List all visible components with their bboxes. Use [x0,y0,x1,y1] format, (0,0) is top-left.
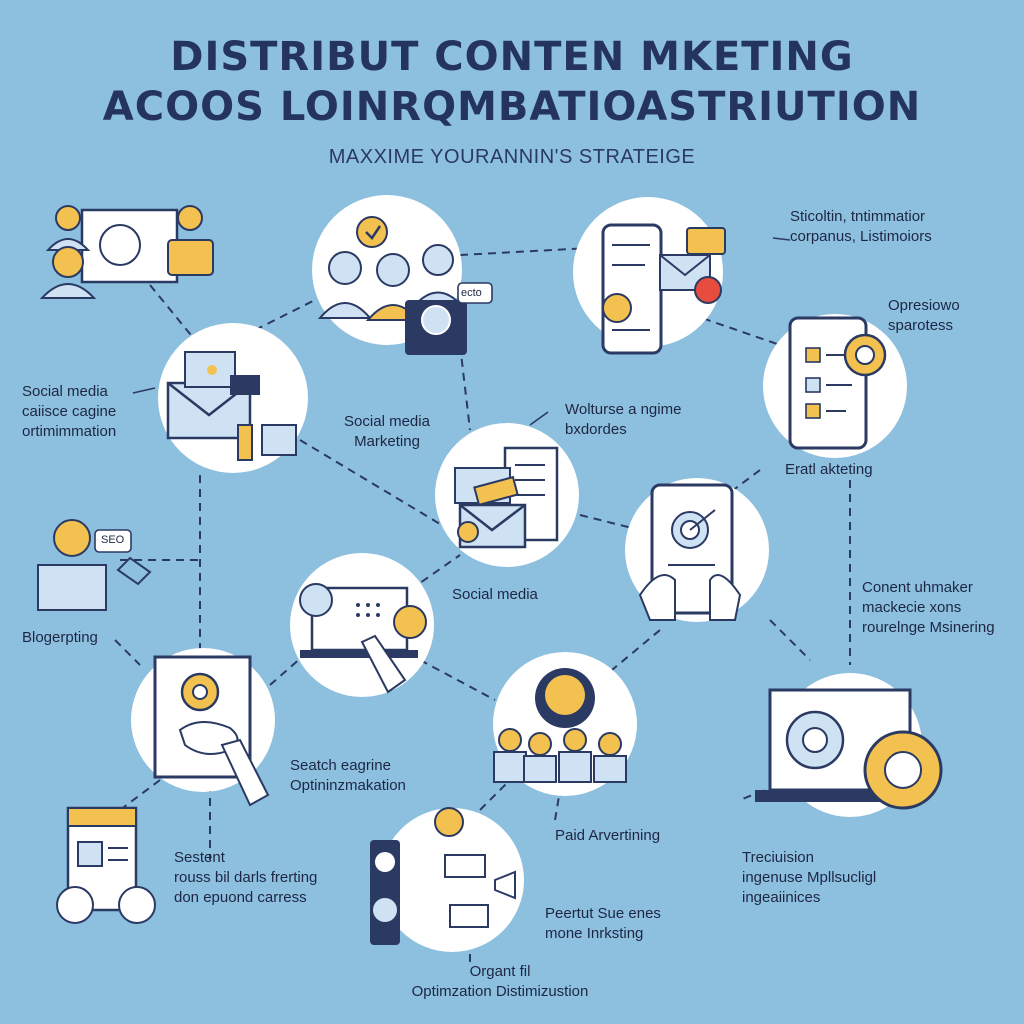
label-social-caiisce: Social media caiisce cagine ortimimmatio… [22,383,117,440]
ecto-badge: ecto [461,287,482,299]
label-opresiowo: Opresiowo sparotess [888,297,960,334]
label-peertut: Peertut Sue enes mone Inrksting [545,905,661,942]
label-eratl: Eratl akteting [785,461,873,478]
label-search-engine: Seatch eagrine Optininzmakation [290,757,406,794]
node-people-circle [493,652,637,796]
node-gear-circle [755,673,943,817]
node-mobile-circle [573,197,726,355]
label-content-maker: Conent uhmaker mackecie xons rourelnge M… [862,579,995,636]
label-social-media: Social media [452,586,538,603]
node-checklist-circle [763,314,907,458]
seo-person-icon [37,519,152,611]
label-seatent: Sestent rouss bil darls frerting don epu… [174,849,318,906]
label-blogerpting: Blogerpting [22,629,98,646]
title-line-2: ACOOS LOINRQMBATIOASTRIUTION [102,84,922,130]
label-organt: Organt fil Optimzation Distimizustion [411,963,589,1000]
node-content-circle [435,423,579,567]
label-wolturse: Wolturse a ngime bxdordes [565,401,682,438]
profile-page-icon [56,806,156,924]
node-email-circle [158,323,308,473]
node-laptop-circle [290,553,434,697]
label-treciuision: Treciuision ingenuse Mpllsucligl ingeaii… [742,849,877,906]
title-line-1: DISTRIBUT CONTEN MKETING [170,34,854,80]
node-team-circle [312,195,493,355]
label-top-right: Sticoltin, tntimmatior corpanus, Listimo… [790,208,932,245]
seo-badge: SEO [101,534,125,546]
node-tablet-circle [625,478,769,622]
team-presentation-icon [39,205,214,299]
label-social-marketing: Social media Marketing [344,413,430,450]
node-social-circle [370,807,524,952]
node-map-circle [131,648,275,807]
subtitle: MAXXIME YOURANNIN'S STRATEIGE [328,146,696,168]
label-paid-ad: Paid Arvertining [555,827,661,844]
